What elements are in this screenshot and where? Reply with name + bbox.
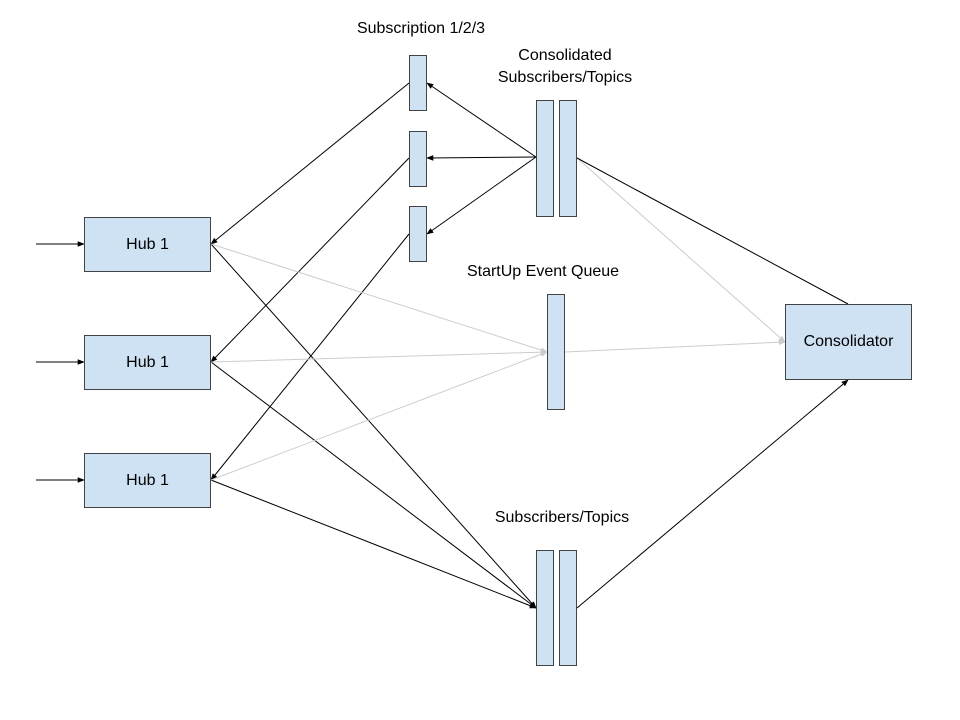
- edge-hub-bottom-to-subscribers-topics: [210, 479, 537, 609]
- edge-subscription-2-to-hub-middle: [210, 157, 410, 363]
- startup-event-queue-bar: [547, 294, 565, 410]
- edge-group: [36, 82, 849, 609]
- subscription-bar-3: [409, 206, 427, 262]
- edge-consolidator-to-consolidated-subscribers-topics: [576, 157, 849, 305]
- consolidated-label-line2: Subscribers/Topics: [497, 69, 633, 86]
- subscription-bar-2: [409, 131, 427, 187]
- edge-subscription-1-to-hub-top: [210, 82, 410, 245]
- consolidator-node: Consolidator: [785, 304, 912, 380]
- edge-hub-middle-to-startup-event-queue: [210, 349, 548, 363]
- edge-consolidated-subscribers-topics-to-consolidator: [576, 157, 786, 343]
- hub-node-bottom-label: Hub 1: [126, 471, 169, 489]
- consolidated-topics-bar-2: [559, 100, 577, 217]
- edge-consolidated-subscribers-topics-to-subscription-3: [426, 156, 537, 235]
- edge-consolidated-subscribers-topics-to-subscription-1: [426, 82, 537, 158]
- consolidated-label-line1: Consolidated: [518, 47, 612, 64]
- subscribers-topics-bar-2: [559, 550, 577, 666]
- hub-node-top: Hub 1: [84, 217, 211, 272]
- edge-startup-event-queue-to-consolidator: [564, 339, 786, 353]
- edge-subscribers-topics-to-consolidator: [576, 379, 849, 609]
- edge-hub-middle-to-subscribers-topics: [210, 361, 537, 609]
- subscription-bar-1: [409, 55, 427, 111]
- edge-subscription-3-to-hub-bottom: [210, 233, 410, 481]
- edge-consolidated-subscribers-topics-to-subscription-2: [426, 155, 537, 161]
- hub-node-middle-label: Hub 1: [126, 353, 169, 371]
- subscription-group-label: Subscription 1/2/3: [356, 20, 486, 37]
- edge-hub-top-to-startup-event-queue: [210, 243, 548, 353]
- consolidator-node-label: Consolidator: [803, 333, 894, 350]
- edge-hub-bottom-to-startup-event-queue: [210, 351, 548, 481]
- hub-node-top-label: Hub 1: [126, 235, 169, 253]
- startup-queue-label: StartUp Event Queue: [466, 263, 620, 280]
- consolidated-topics-bar-1: [536, 100, 554, 217]
- edge-hub-top-to-subscribers-topics: [210, 243, 537, 609]
- hub-node-middle: Hub 1: [84, 335, 211, 390]
- subscribers-topics-label: Subscribers/Topics: [494, 509, 630, 526]
- subscribers-topics-bar-1: [536, 550, 554, 666]
- hub-node-bottom: Hub 1: [84, 453, 211, 508]
